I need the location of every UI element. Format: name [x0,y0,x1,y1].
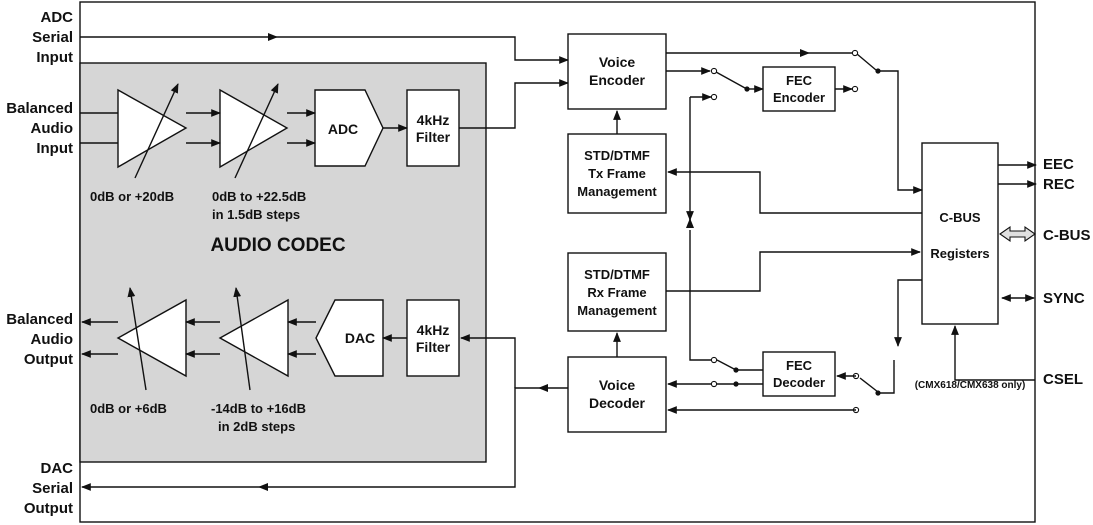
svg-text:Management: Management [577,184,657,199]
svg-text:Input: Input [36,140,73,157]
balanced-audio-output-label: Balanced Audio Output [6,311,73,368]
input-preamp [117,83,188,179]
dac-serial-output-label: DAC Serial Output [24,460,73,517]
gain-out-2-label: -14dB to +16dB [211,401,306,416]
svg-text:Voice: Voice [599,377,636,393]
rx-filter-block: 4kHz Filter [406,299,460,377]
svg-text:C-BUS: C-BUS [939,210,980,225]
svg-text:Balanced: Balanced [6,311,73,328]
svg-text:Voice: Voice [599,54,636,70]
svg-text:Encoder: Encoder [773,90,825,105]
svg-text:Audio: Audio [31,120,74,137]
output-amp [116,287,187,391]
balanced-audio-input-label: Balanced Audio Input [6,100,73,157]
gain-out-2-label-line2: in 2dB steps [218,419,295,434]
tx-filter-block: 4kHz Filter [406,89,460,167]
svg-text:Serial: Serial [32,480,73,497]
fec-decoder-block: FEC Decoder [762,351,836,397]
voice-decoder-block: Voice Decoder [567,356,667,433]
csel-label: CSEL [1043,371,1083,388]
csel-note: (CMX618/CMX638 only) [915,380,1026,391]
tx-frame-block: STD/DTMF Tx Frame Management [567,133,667,214]
cbus-label: C-BUS [1043,227,1091,244]
svg-text:STD/DTMF: STD/DTMF [584,148,650,163]
rx-frame-block: STD/DTMF Rx Frame Management [567,252,667,332]
svg-text:Registers: Registers [930,246,989,261]
svg-text:4kHz: 4kHz [417,322,450,338]
svg-text:Filter: Filter [416,339,451,355]
svg-text:Input: Input [36,49,73,66]
svg-text:Filter: Filter [416,129,451,145]
svg-text:ADC: ADC [328,121,358,137]
gain-in-1-label: 0dB or +20dB [90,189,174,204]
svg-text:Tx Frame: Tx Frame [588,166,646,181]
svg-text:STD/DTMF: STD/DTMF [584,267,650,282]
svg-text:FEC: FEC [786,73,813,88]
cbus-registers-block: C-BUS Registers [921,142,999,325]
dac-block: DAC [315,299,384,377]
svg-text:Decoder: Decoder [773,375,825,390]
eec-label: EEC [1043,156,1074,173]
fec-encoder-block: FEC Encoder [762,66,836,112]
svg-text:DAC: DAC [41,460,74,477]
output-pga [218,287,289,391]
svg-text:ADC: ADC [41,9,74,26]
svg-text:FEC: FEC [786,358,813,373]
input-pga [219,83,289,179]
gain-in-2-label: 0dB to +22.5dB [212,189,306,204]
cbus-bidirectional-arrow [999,225,1036,243]
svg-text:4kHz: 4kHz [417,112,450,128]
svg-text:Balanced: Balanced [6,100,73,117]
svg-text:Management: Management [577,303,657,318]
svg-text:Serial: Serial [32,29,73,46]
adc-block: ADC [314,89,384,167]
audio-codec-title: AUDIO CODEC [210,235,345,256]
rec-label: REC [1043,176,1075,193]
svg-text:Output: Output [24,351,73,368]
adc-serial-input-label: ADC Serial Input [32,9,73,66]
svg-text:Audio: Audio [31,331,74,348]
svg-text:Decoder: Decoder [589,395,646,411]
svg-text:DAC: DAC [345,330,375,346]
gain-out-1-label: 0dB or +6dB [90,401,167,416]
svg-text:Output: Output [24,500,73,517]
sync-label: SYNC [1043,290,1085,307]
gain-in-2-label-line2: in 1.5dB steps [212,207,300,222]
svg-text:Rx Frame: Rx Frame [587,285,646,300]
voice-encoder-block: Voice Encoder [567,33,667,110]
svg-text:Encoder: Encoder [589,72,646,88]
